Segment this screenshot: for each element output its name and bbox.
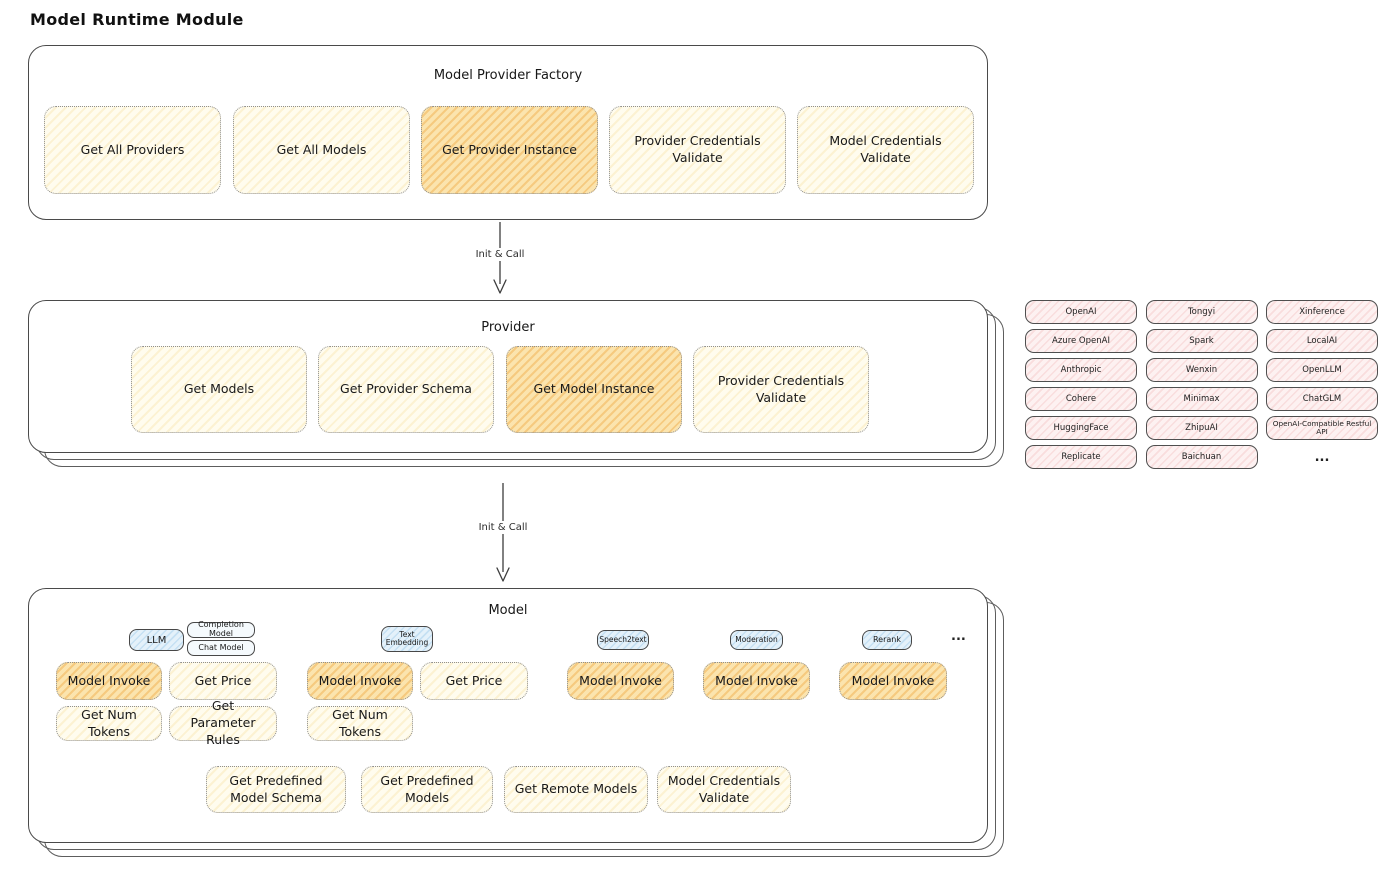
speech2text-chip: Speech2text: [597, 630, 649, 650]
get-models-node: Get Models: [131, 346, 307, 433]
model-provider-factory-box: Model Provider Factory Get All Providers…: [28, 45, 988, 220]
moderation-chip: Moderation: [730, 630, 783, 650]
provider-pill: Replicate: [1025, 445, 1137, 469]
provider-pill: HuggingFace: [1025, 416, 1137, 440]
get-predefined-model-schema-node: Get Predefined Model Schema: [206, 766, 346, 813]
chat-model-chip: Chat Model: [187, 640, 255, 656]
init-call-arrow-1: Init & Call: [470, 222, 530, 295]
provider-pill: Baichuan: [1145, 445, 1258, 469]
provider-pill: Wenxin: [1145, 358, 1258, 382]
provider-credentials-validate-node: Provider Credentials Validate: [609, 106, 786, 194]
provider-pill: Cohere: [1025, 387, 1137, 411]
provider-pill: OpenLLM: [1266, 358, 1378, 382]
provider-pill: ZhipuAI: [1145, 416, 1258, 440]
get-provider-schema-node: Get Provider Schema: [318, 346, 494, 433]
get-model-instance-node: Get Model Instance: [506, 346, 682, 433]
get-all-providers-node: Get All Providers: [44, 106, 221, 194]
provider-pill: Xinference: [1266, 300, 1378, 324]
provider-pill: Spark: [1145, 329, 1258, 353]
get-provider-instance-node: Get Provider Instance: [421, 106, 598, 194]
provider-pill: Anthropic: [1025, 358, 1137, 382]
provider-pill: OpenAI-Compatible Restful API: [1266, 416, 1378, 440]
rerank-model-invoke-node: Model Invoke: [839, 662, 947, 700]
rerank-chip: Rerank: [862, 630, 912, 650]
provider-box: Provider Get Models Get Provider Schema …: [28, 300, 988, 453]
completion-model-chip: Completion Model: [187, 620, 255, 638]
embedding-get-price-node: Get Price: [420, 662, 528, 700]
provider-title: Provider: [481, 320, 535, 335]
provider-credentials-validate-node-2: Provider Credentials Validate: [693, 346, 869, 433]
text-embedding-chip: Text Embedding: [381, 626, 433, 652]
arrow-label: Init & Call: [470, 248, 530, 261]
provider-pill: Azure OpenAI: [1025, 329, 1137, 353]
model-tabs-more-ellipsis: ...: [951, 629, 966, 644]
model-title: Model: [488, 603, 528, 618]
get-remote-models-node: Get Remote Models: [504, 766, 648, 813]
llm-model-invoke-node: Model Invoke: [56, 662, 162, 700]
llm-get-num-tokens-node: Get Num Tokens: [56, 706, 162, 741]
model-credentials-validate-node-2: Model Credentials Validate: [657, 766, 791, 813]
provider-pill: Tongyi: [1145, 300, 1258, 324]
embedding-model-invoke-node: Model Invoke: [307, 662, 413, 700]
get-all-models-node: Get All Models: [233, 106, 410, 194]
provider-pill: OpenAI: [1025, 300, 1137, 324]
llm-get-price-node: Get Price: [169, 662, 277, 700]
providers-more-ellipsis: ...: [1314, 449, 1330, 465]
llm-chip: LLM: [129, 629, 184, 651]
factory-title: Model Provider Factory: [433, 68, 583, 83]
model-credentials-validate-node: Model Credentials Validate: [797, 106, 974, 194]
llm-get-parameter-rules-node: Get Parameter Rules: [169, 698, 277, 747]
page-title: Model Runtime Module: [30, 10, 244, 29]
speech2text-model-invoke-node: Model Invoke: [567, 662, 674, 700]
arrow-label: Init & Call: [473, 521, 533, 534]
model-box: Model LLM Completion Model Chat Model Te…: [28, 588, 988, 843]
providers-grid: OpenAI Tongyi Xinference Azure OpenAI Sp…: [1025, 300, 1378, 469]
moderation-model-invoke-node: Model Invoke: [703, 662, 810, 700]
provider-pill: LocalAI: [1266, 329, 1378, 353]
provider-pill: Minimax: [1145, 387, 1258, 411]
get-predefined-models-node: Get Predefined Models: [361, 766, 493, 813]
init-call-arrow-2: Init & Call: [473, 483, 533, 583]
embedding-get-num-tokens-node: Get Num Tokens: [307, 706, 413, 741]
provider-pill: ChatGLM: [1266, 387, 1378, 411]
